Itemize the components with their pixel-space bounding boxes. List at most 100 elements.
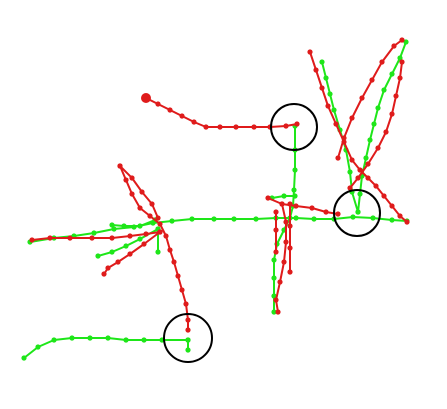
red-trace-point	[323, 209, 329, 215]
green-trace-line-0	[29, 216, 408, 243]
red-trace-point	[185, 327, 191, 333]
green-trace-point	[91, 230, 97, 236]
green-trace-point	[292, 193, 298, 199]
red-trace-point	[147, 213, 153, 219]
red-trace-point	[179, 287, 185, 293]
green-trace-point	[185, 337, 191, 343]
red-trace-point	[273, 297, 279, 303]
highlight-circle-layer	[163, 103, 381, 363]
green-trace-point	[389, 217, 395, 223]
red-trace-point	[359, 95, 365, 101]
red-trace-point	[287, 201, 293, 207]
red-trace-point	[375, 145, 381, 151]
green-trace-point	[327, 91, 333, 97]
red-trace-point	[349, 115, 355, 121]
green-trace-point	[253, 216, 259, 222]
green-trace-point	[95, 253, 101, 259]
green-trace-point	[389, 71, 395, 77]
red-trace-point	[167, 247, 173, 253]
green-trace-point	[363, 155, 369, 161]
red-trace-point	[357, 167, 363, 173]
green-trace-point	[105, 335, 111, 341]
red-trace-line-2	[337, 39, 403, 159]
red-trace-point	[279, 201, 285, 207]
red-trace-point	[283, 123, 289, 129]
red-trace-point	[191, 119, 197, 125]
red-trace-point	[365, 161, 371, 167]
red-trace-point	[101, 271, 107, 277]
red-trace-point	[389, 203, 395, 209]
green-trace-point	[111, 226, 117, 232]
red-trace-point	[163, 233, 169, 239]
red-trace-point	[217, 124, 223, 130]
green-trace-point	[35, 344, 41, 350]
green-trace-point	[169, 218, 175, 224]
green-trace-point	[211, 216, 217, 222]
red-trace-point	[379, 59, 385, 65]
green-trace-point	[231, 216, 237, 222]
red-trace-point	[391, 43, 397, 49]
red-trace-point	[397, 213, 403, 219]
red-trace-point	[293, 203, 299, 209]
green-trace-point	[367, 137, 373, 143]
red-trace-point	[399, 59, 405, 65]
red-trace-point	[251, 124, 257, 130]
red-trace-point	[287, 223, 293, 229]
red-trace-point	[127, 251, 133, 257]
red-trace-point	[307, 49, 313, 55]
red-trace-point	[273, 209, 279, 215]
green-trace-point	[357, 191, 363, 197]
highlight-circle	[163, 313, 213, 363]
red-trace-point	[319, 85, 325, 91]
red-trace-point	[325, 103, 331, 109]
green-trace-point	[350, 214, 356, 220]
green-trace-point	[123, 243, 129, 249]
red-trace-point	[399, 37, 405, 43]
red-trace-point	[383, 129, 389, 135]
red-trace-point	[333, 121, 339, 127]
green-trace-point	[375, 105, 381, 111]
red-trace-point	[175, 273, 181, 279]
red-trace-point	[404, 219, 410, 225]
red-trace-point	[155, 101, 161, 107]
red-trace-point	[139, 189, 145, 195]
green-trace-point	[397, 55, 403, 61]
red-trace-point	[281, 259, 287, 265]
red-trace-point	[179, 113, 185, 119]
red-trace-point	[115, 259, 121, 265]
green-trace-point	[189, 216, 195, 222]
red-trace-point	[273, 249, 279, 255]
green-trace-layer	[21, 39, 410, 361]
red-trace-point	[185, 317, 191, 323]
red-trace-point	[109, 235, 115, 241]
red-trace-point	[157, 221, 163, 227]
red-trace-point	[149, 201, 155, 207]
red-trace-point	[157, 229, 163, 235]
red-trace-point	[283, 239, 289, 245]
red-trace-point	[129, 191, 135, 197]
green-trace-point	[271, 293, 277, 299]
red-trace-point	[183, 301, 189, 307]
red-trace-point	[365, 175, 371, 181]
green-trace-point	[311, 216, 317, 222]
red-trace-layer	[29, 37, 410, 333]
green-trace-point	[319, 59, 325, 65]
red-trace-point	[141, 241, 147, 247]
red-trace-line-5	[31, 231, 161, 241]
green-trace-point	[271, 275, 277, 281]
green-trace-point	[323, 75, 329, 81]
red-trace-point	[47, 235, 53, 241]
red-trace-point	[265, 195, 271, 201]
green-trace-point	[137, 223, 143, 229]
red-trace-point	[355, 175, 361, 181]
green-trace-point	[69, 335, 75, 341]
red-trace-point	[127, 233, 133, 239]
red-trace-point	[393, 93, 399, 99]
red-trace-point	[335, 155, 341, 161]
red-trace-point	[369, 77, 375, 83]
red-trace-point	[203, 124, 209, 130]
red-trace-point	[275, 309, 281, 315]
green-trace-point	[293, 215, 299, 221]
red-trace-point	[29, 237, 35, 243]
